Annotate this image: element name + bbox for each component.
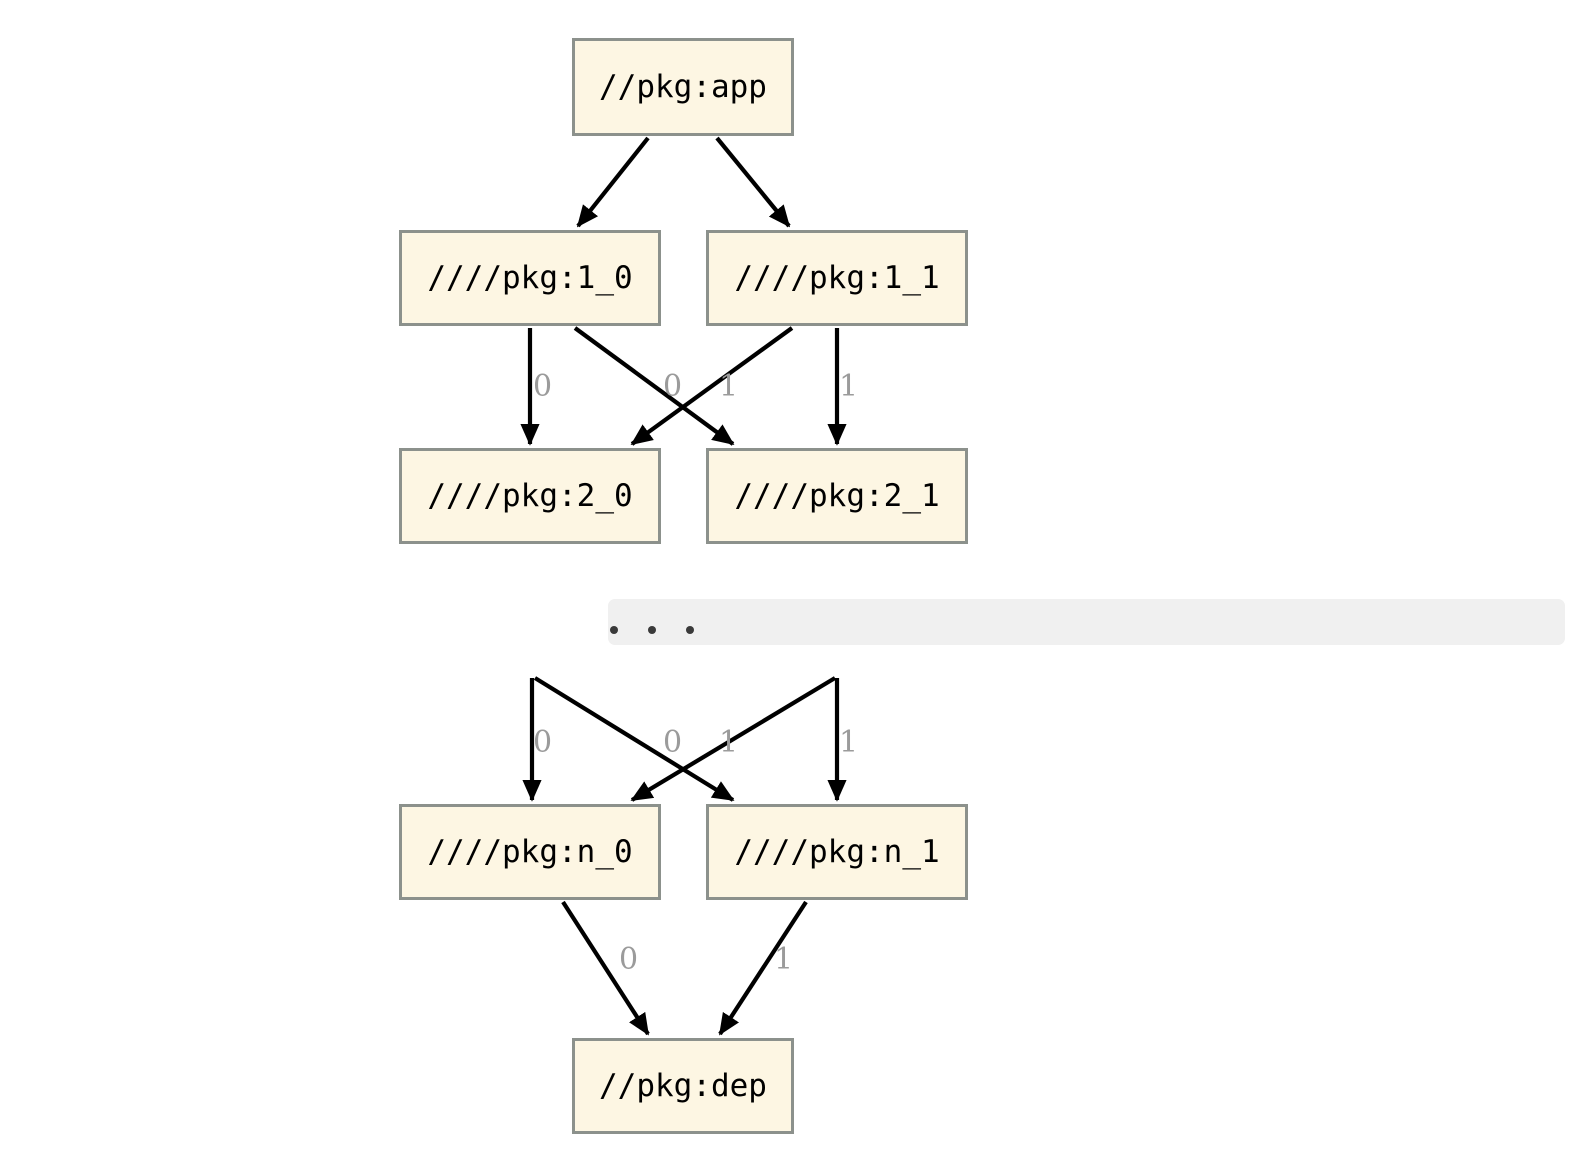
ellipsis-dot bbox=[648, 626, 656, 634]
node-label: ////pkg:2_1 bbox=[734, 477, 940, 514]
edge-label: 0 bbox=[663, 369, 683, 404]
edge-n_0-to-dep bbox=[561, 900, 650, 1036]
node-dep[interactable]: //pkg:dep bbox=[572, 1038, 794, 1134]
edge-label: 0 bbox=[533, 369, 553, 404]
node-app[interactable]: //pkg:app bbox=[572, 38, 794, 136]
node-label: //pkg:dep bbox=[599, 1067, 767, 1104]
ellipsis-dot bbox=[686, 626, 694, 634]
node-label: ////pkg:1_0 bbox=[427, 259, 633, 296]
node-1_0[interactable]: ////pkg:1_0 bbox=[399, 230, 661, 326]
edge-app-to-1_0 bbox=[576, 136, 650, 228]
edge-label: 1 bbox=[719, 369, 739, 404]
edge-lines bbox=[520, 136, 847, 1036]
node-2_0[interactable]: ////pkg:2_0 bbox=[399, 448, 661, 544]
edge-label: 1 bbox=[839, 369, 859, 404]
edge-app-to-1_1 bbox=[715, 136, 791, 228]
edge-label: 0 bbox=[533, 725, 553, 760]
node-label: ////pkg:2_0 bbox=[427, 477, 633, 514]
edge-label: 1 bbox=[719, 725, 739, 760]
edge-n_1-to-dep bbox=[718, 900, 808, 1036]
node-2_1[interactable]: ////pkg:2_1 bbox=[706, 448, 968, 544]
node-n_0[interactable]: ////pkg:n_0 bbox=[399, 804, 661, 900]
ellipsis-dots bbox=[610, 626, 694, 634]
node-n_1[interactable]: ////pkg:n_1 bbox=[706, 804, 968, 900]
edge-1_0-to-2_1 bbox=[573, 326, 735, 446]
node-label: //pkg:app bbox=[599, 68, 767, 105]
node-1_1[interactable]: ////pkg:1_1 bbox=[706, 230, 968, 326]
edge-label: 1 bbox=[839, 725, 859, 760]
edge-label: 1 bbox=[774, 942, 794, 977]
ellipsis-dot bbox=[610, 626, 618, 634]
edge-label: 0 bbox=[619, 942, 639, 977]
edge-label: 0 bbox=[663, 725, 683, 760]
node-label: ////pkg:n_0 bbox=[427, 833, 633, 870]
node-label: ////pkg:n_1 bbox=[734, 833, 940, 870]
edge-1_1-to-2_0 bbox=[630, 326, 794, 446]
edge-src-to-n_1 bbox=[533, 676, 735, 802]
edge-src-to-n_0 bbox=[630, 676, 837, 802]
ellipsis-separator-band bbox=[608, 599, 1565, 645]
node-label: ////pkg:1_1 bbox=[734, 259, 940, 296]
